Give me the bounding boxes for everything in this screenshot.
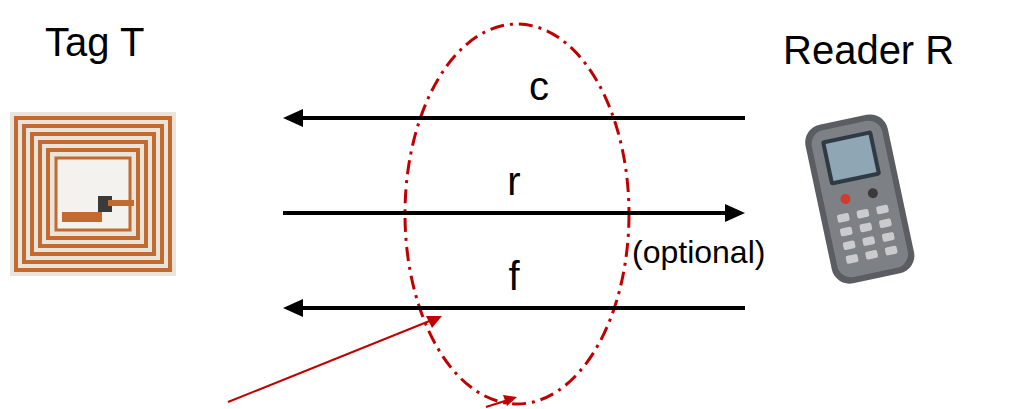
message-name: r [503,161,524,201]
handheld-reader-illustration [802,111,918,287]
message-name: f [504,256,523,296]
party-node: Reader R [745,10,1020,322]
message-arrow [283,204,745,222]
rfid-tag-illustration [10,112,176,276]
pointer-arrows [228,316,517,407]
message-arrow [283,109,745,127]
party-node: Tag T [10,10,283,322]
message-arrow [283,299,745,317]
party-name: Reader R [783,28,954,73]
note-label: (optional) [630,236,767,268]
message-name: c [525,66,553,106]
party-name: Tag T [45,20,144,65]
